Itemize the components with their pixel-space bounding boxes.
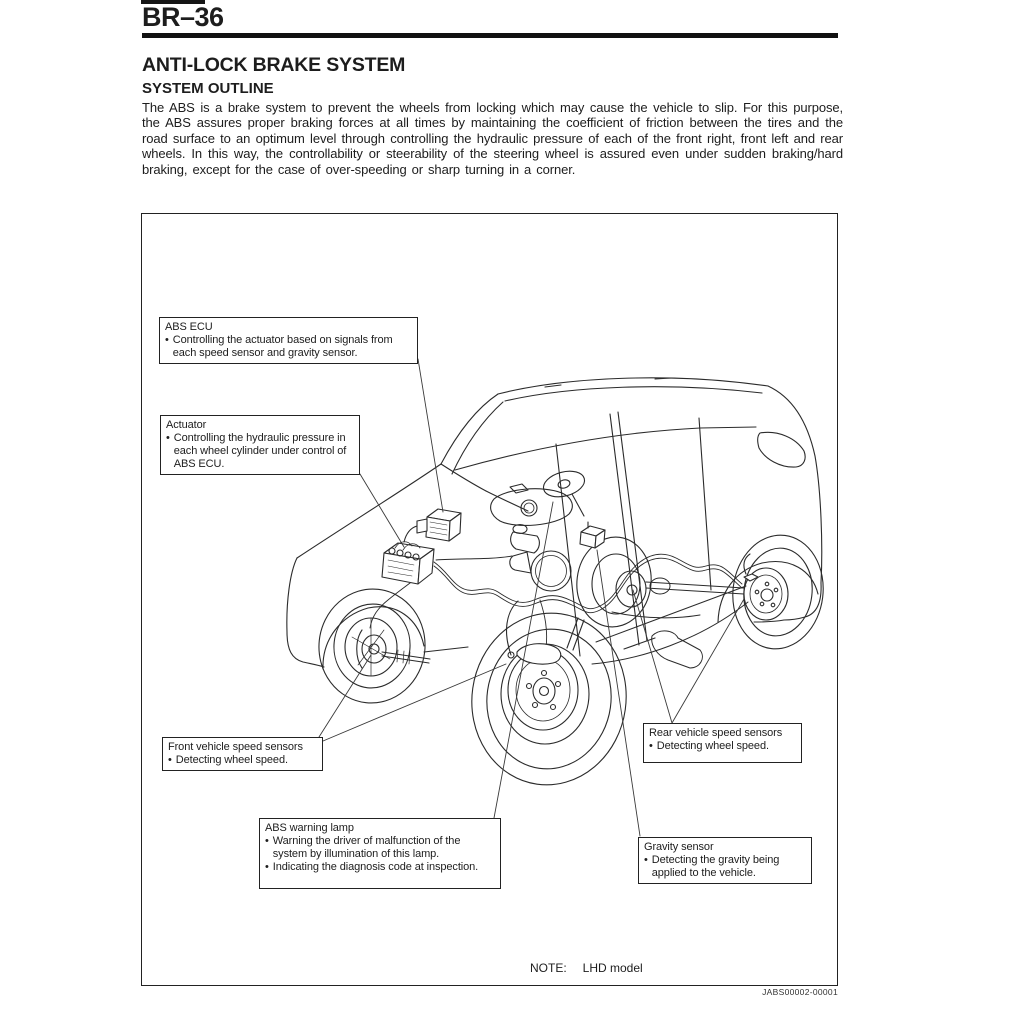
callout-bullet: Detecting wheel speed. — [656, 740, 769, 752]
callout-bullet: Detecting the gravity being applied to t… — [651, 854, 780, 879]
car-body — [287, 378, 822, 669]
body-paragraph: The ABS is a brake system to prevent the… — [142, 100, 843, 177]
callout-title: ABS ECU — [165, 321, 213, 333]
callout-title: Actuator — [166, 419, 207, 431]
leader-lines — [319, 359, 744, 836]
rear-axle — [592, 578, 748, 668]
leader-actuator — [360, 474, 404, 547]
callout-title: Front vehicle speed sensors — [168, 741, 303, 753]
header-rule — [142, 33, 838, 38]
section-heading: SYSTEM OUTLINE — [142, 80, 274, 97]
callout-bullet: Warning the driver of malfunction of the… — [272, 835, 461, 860]
engine-intake — [491, 484, 573, 525]
callout-front-speed-sensors: Front vehicle speed sensors Detecting wh… — [162, 737, 323, 771]
actuator-unit — [382, 542, 434, 584]
callout-abs-warning-lamp: ABS warning lamp Warning the driver of m… — [259, 818, 501, 889]
front-left-wheel — [313, 584, 430, 708]
master-cylinder — [510, 525, 571, 592]
rear-right-wheel — [726, 530, 829, 654]
callout-bullet: Controlling the actuator based on signal… — [172, 334, 393, 359]
doc-title: ANTI-LOCK BRAKE SYSTEM — [142, 54, 406, 76]
figure-note: NOTE: LHD model — [530, 961, 643, 975]
vehicle-illustration — [141, 213, 836, 984]
callout-actuator: Actuator Controlling the hydraulic press… — [160, 415, 360, 475]
callout-abs-ecu: ABS ECU Controlling the actuator based o… — [159, 317, 418, 364]
callout-bullet: Controlling the hydraulic pressure in ea… — [173, 432, 347, 470]
callout-rear-speed-sensors: Rear vehicle speed sensors Detecting whe… — [643, 723, 802, 763]
leader-gravity-sensor — [597, 550, 640, 836]
figure-note-label: NOTE: — [530, 961, 567, 975]
leader-rear-sensor-left — [633, 590, 672, 723]
gravity-sensor-unit — [580, 522, 605, 548]
front-right-wheel — [461, 601, 637, 795]
callout-title: Gravity sensor — [644, 841, 714, 853]
leader-front-sensor-right — [323, 664, 506, 741]
figure-note-value: LHD model — [582, 961, 643, 975]
abs-ecu-unit — [404, 509, 461, 542]
callout-gravity-sensor: Gravity sensor Detecting the gravity bei… — [638, 837, 812, 884]
steering-wheel — [541, 467, 588, 516]
callout-title: ABS warning lamp — [265, 822, 354, 834]
leader-front-sensor-left — [319, 655, 371, 737]
scan-artifact — [141, 0, 205, 4]
callout-bullet: Detecting wheel speed. — [175, 754, 288, 766]
page-number: BR–36 — [142, 2, 224, 32]
callout-title: Rear vehicle speed sensors — [649, 727, 783, 739]
leader-warning-lamp — [494, 502, 553, 818]
leader-rear-sensor-right — [672, 599, 744, 723]
leader-abs-ecu — [418, 359, 443, 512]
callout-bullet: Indicating the diagnosis code at inspect… — [272, 861, 479, 873]
figure-code: JABS00002-00001 — [762, 987, 838, 997]
